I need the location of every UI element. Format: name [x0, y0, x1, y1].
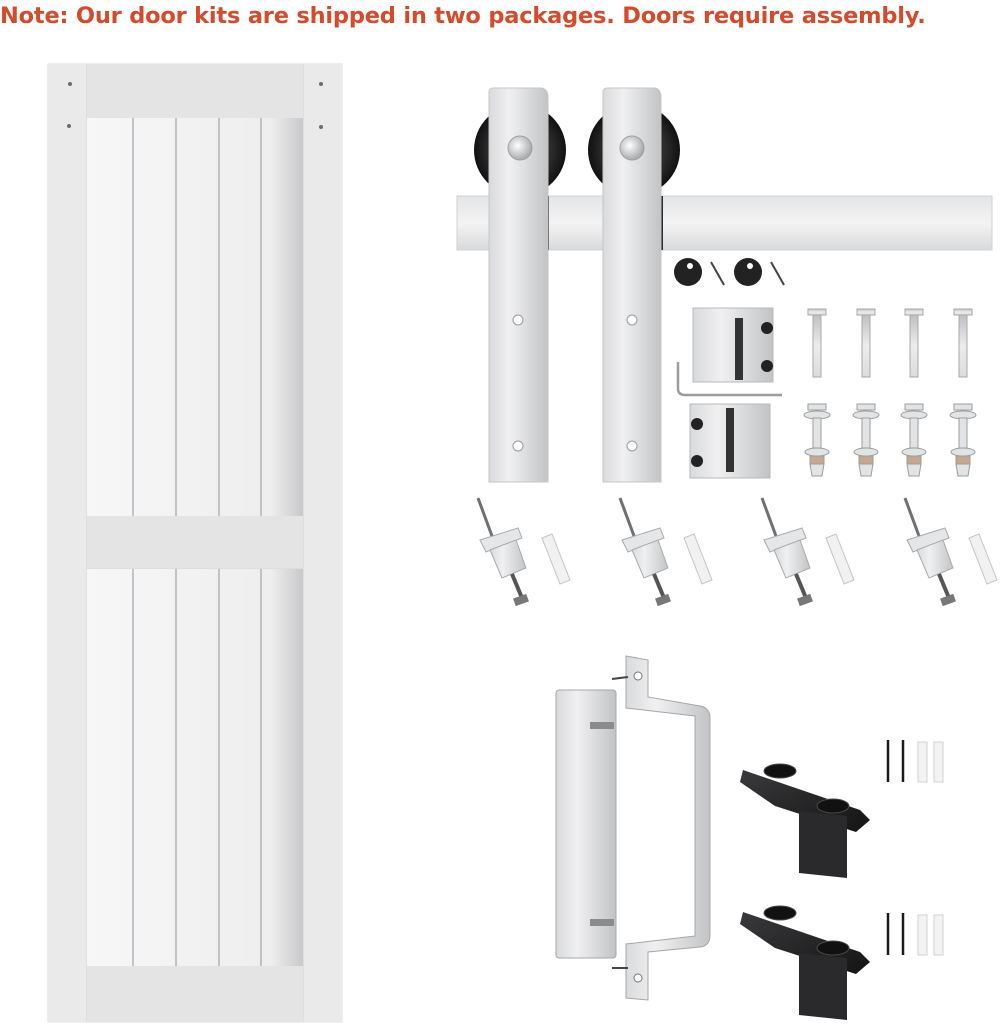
hex-key — [676, 362, 782, 397]
floor-guides — [740, 763, 870, 1021]
door-bolts — [803, 403, 977, 477]
floor-guide-screws — [886, 740, 944, 956]
roller-hanger-left — [474, 87, 566, 483]
t-bolts — [807, 308, 973, 378]
barn-door — [47, 63, 343, 1023]
wall-lag-bolts — [476, 497, 998, 607]
door-pull-handle — [555, 655, 711, 1001]
end-stoppers — [674, 258, 785, 286]
roller-hanger-right — [588, 87, 680, 483]
shipping-note: Note: Our door kits are shipped in two p… — [0, 3, 926, 29]
anti-jump-stops — [689, 307, 774, 479]
